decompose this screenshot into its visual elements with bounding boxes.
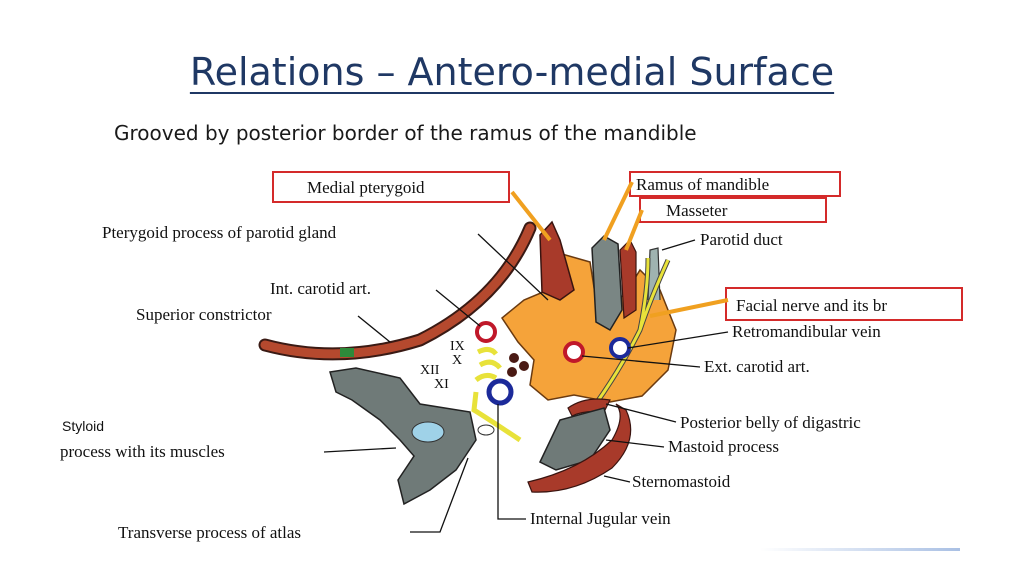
label-internal-jugular: Internal Jugular vein bbox=[530, 509, 671, 528]
label-transverse-process: Transverse process of atlas bbox=[118, 523, 301, 542]
highlight-box-facial-nerve bbox=[725, 287, 963, 321]
label-parotid-duct: Parotid duct bbox=[700, 230, 783, 249]
facial-nerve-fill bbox=[593, 257, 670, 406]
label-styloid-line2: process with its muscles bbox=[60, 442, 225, 461]
leader-sternomastoid bbox=[603, 475, 631, 483]
label-ramus-of-mandible: Ramus of mandible bbox=[636, 175, 769, 194]
slide-footer-line bbox=[760, 548, 960, 551]
label-ext-carotid: Ext. carotid art. bbox=[704, 357, 810, 376]
label-pterygoid-process: Pterygoid process of parotid gland bbox=[102, 223, 337, 242]
leader-ext-carotid bbox=[581, 355, 701, 368]
cranial-nerve-x bbox=[478, 359, 502, 370]
lymph-node bbox=[519, 361, 529, 371]
label-superior-constrictor: Superior constrictor bbox=[136, 305, 272, 324]
cranial-nerve-ix bbox=[476, 346, 498, 356]
leader-retromandibular bbox=[627, 331, 729, 349]
superior-constrictor-fill bbox=[260, 223, 535, 359]
label-posterior-belly: Posterior belly of digastric bbox=[680, 413, 861, 432]
label-sternomastoid: Sternomastoid bbox=[632, 472, 731, 491]
label-masseter: Masseter bbox=[666, 201, 728, 220]
label-nerve-xi: XI bbox=[434, 377, 449, 392]
label-int-carotid: Int. carotid art. bbox=[270, 279, 371, 298]
highlight-arrow-ramus bbox=[602, 181, 634, 241]
atlas-foramen bbox=[477, 424, 495, 436]
leader-pterygoid-process bbox=[477, 233, 549, 301]
label-mastoid-process: Mastoid process bbox=[668, 437, 779, 456]
leader-transverse-process bbox=[410, 457, 469, 533]
lymph-node bbox=[509, 353, 519, 363]
label-retromandibular-vein: Retromandibular vein bbox=[732, 322, 881, 341]
int-carotid-artery bbox=[475, 321, 497, 343]
medial-pterygoid-shape bbox=[539, 220, 575, 301]
mastoid-process-shape bbox=[539, 407, 611, 471]
styloid-muscle-lumen bbox=[411, 421, 445, 443]
leader-parotid-duct bbox=[661, 239, 696, 251]
internal-jugular-vein bbox=[486, 378, 514, 406]
slide-subtitle: Grooved by posterior border of the ramus… bbox=[114, 121, 697, 145]
slide-title: Relations – Antero-medial Surface bbox=[189, 50, 835, 94]
leader-mastoid bbox=[605, 439, 665, 448]
label-facial-nerve: Facial nerve and its br bbox=[736, 296, 887, 315]
lymph-node bbox=[507, 367, 517, 377]
cranial-nerve-xi bbox=[471, 391, 522, 443]
styloid-process-shape bbox=[329, 367, 477, 506]
label-nerve-ix: IX bbox=[450, 339, 465, 354]
constrictor-green-mark bbox=[340, 348, 354, 357]
ext-carotid-artery bbox=[563, 341, 585, 363]
leader-styloid bbox=[323, 447, 397, 453]
highlight-arrow-medial-pterygoid bbox=[510, 190, 552, 242]
highlight-arrow-masseter bbox=[624, 209, 644, 251]
leader-superior-constrictor bbox=[357, 315, 391, 343]
label-styloid-line1: Styloid bbox=[62, 418, 104, 434]
highlight-box-medial-pterygoid bbox=[272, 171, 510, 203]
ramus-mandible-shape bbox=[591, 235, 623, 332]
label-nerve-x: X bbox=[452, 353, 462, 368]
label-medial-pterygoid: Medial pterygoid bbox=[307, 178, 425, 197]
cranial-nerve-xii bbox=[474, 372, 498, 383]
label-nerve-xii: XII bbox=[420, 363, 440, 378]
leader-int-carotid bbox=[435, 289, 481, 327]
highlight-arrow-facial-nerve bbox=[649, 298, 729, 318]
leader-posterior-belly bbox=[605, 403, 677, 423]
sternomastoid-shape bbox=[527, 403, 632, 493]
retromandibular-vein bbox=[609, 337, 631, 359]
leader-internal-jugular bbox=[497, 404, 526, 520]
